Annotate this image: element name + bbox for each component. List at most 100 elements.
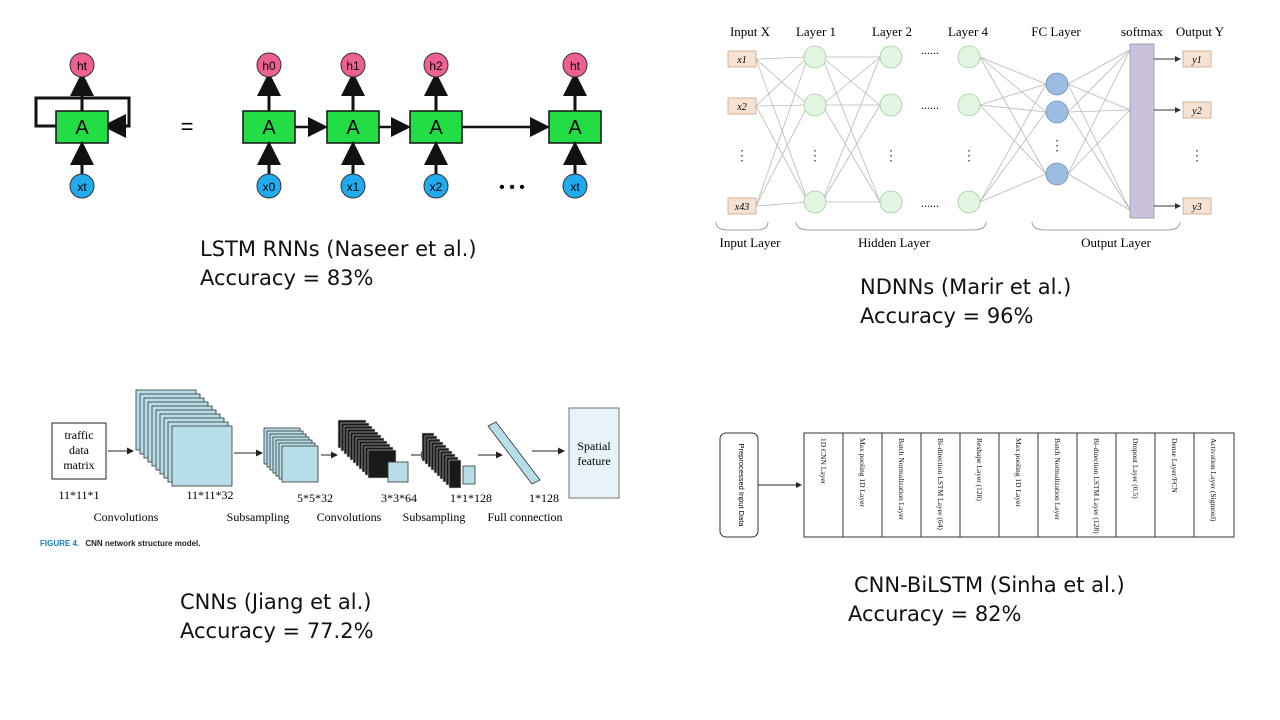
h-node bbox=[256, 52, 282, 78]
ndnn-caption-accuracy: Accuracy = 96% bbox=[860, 304, 1034, 328]
hidden-node bbox=[803, 93, 827, 117]
input-box bbox=[727, 97, 757, 115]
layer-label: Max pooling 1D Layer bbox=[1014, 438, 1023, 507]
x-label: x1 bbox=[347, 180, 360, 194]
dim-label: 11*11*32 bbox=[186, 488, 233, 502]
layer-label: Bi-direction LSTM Layer (128) bbox=[1092, 438, 1101, 534]
h-label: h0 bbox=[262, 59, 276, 73]
conv-stack-1 bbox=[135, 389, 233, 487]
x-label: xt bbox=[77, 180, 87, 194]
hidden-node bbox=[879, 190, 903, 214]
cnn-caption: CNNs (Jiang et al.) Accuracy = 77.2% bbox=[180, 588, 374, 646]
output-box-label: y3 bbox=[1191, 202, 1201, 213]
fc-node bbox=[1045, 72, 1069, 96]
softmax-bar bbox=[1129, 43, 1155, 219]
input-box-label: x43 bbox=[734, 202, 749, 213]
ndnn-header: Layer 2 bbox=[872, 24, 912, 39]
h-node bbox=[69, 52, 95, 78]
stage-label: Full connection bbox=[488, 510, 563, 524]
h-node bbox=[340, 52, 366, 78]
full-connection-layer bbox=[487, 421, 541, 485]
ndnn-header: FC Layer bbox=[1031, 24, 1081, 39]
spatial-feature-box bbox=[568, 407, 620, 499]
horizontal-ellipsis: ...... bbox=[921, 196, 939, 210]
ndnn-connections bbox=[755, 49, 1131, 211]
lstm-cell-label: A bbox=[346, 117, 360, 139]
group-label: Output Layer bbox=[1081, 235, 1151, 250]
subsampling-stack-1 bbox=[263, 427, 319, 483]
output-box bbox=[1182, 101, 1212, 119]
h-node bbox=[423, 52, 449, 78]
ndnn-header: Input X bbox=[730, 24, 771, 39]
output-layer-bracket bbox=[1031, 221, 1181, 231]
ellipsis-dots: • • • bbox=[499, 179, 525, 196]
traffic-data-matrix-box bbox=[51, 422, 107, 480]
hidden-layer-bracket bbox=[795, 221, 987, 231]
output-box-line: feature bbox=[577, 454, 610, 468]
layer-label: Dropout Layer (0.5) bbox=[1131, 438, 1140, 499]
h-label: h1 bbox=[346, 59, 360, 73]
figure-caption-text: CNN network structure model. bbox=[85, 539, 200, 548]
x-node bbox=[256, 173, 282, 199]
output-box bbox=[1182, 50, 1212, 68]
hidden-node bbox=[957, 190, 981, 214]
cnn-bilstm-caption-title: CNN-BiLSTM (Sinha et al.) bbox=[854, 573, 1125, 597]
vertical-ellipsis: ⋮ bbox=[1190, 149, 1204, 164]
layer-dividers bbox=[842, 433, 1195, 537]
h-label: ht bbox=[77, 59, 88, 73]
input-box-label: x2 bbox=[736, 102, 746, 113]
vertical-ellipsis: ⋮ bbox=[808, 149, 822, 164]
ndnn-header: Output Y bbox=[1176, 24, 1225, 39]
hidden-node bbox=[957, 93, 981, 117]
output-box bbox=[1182, 197, 1212, 215]
x-node bbox=[340, 173, 366, 199]
lstm-cell-label: A bbox=[262, 117, 276, 139]
h-label: ht bbox=[570, 59, 581, 73]
layer-label: Max pooling 1D Layer bbox=[858, 438, 867, 507]
dim-label: 5*5*32 bbox=[297, 491, 333, 505]
h-node bbox=[562, 52, 588, 78]
layer-label: 1D CNN Layer bbox=[819, 438, 828, 485]
input-box bbox=[727, 50, 757, 68]
stage-label: Subsampling bbox=[403, 510, 466, 524]
lstm-cell-label: A bbox=[75, 117, 89, 139]
output-box-label: y2 bbox=[1191, 106, 1201, 117]
ndnn-header: softmax bbox=[1121, 24, 1163, 39]
ndnn-header: Layer 4 bbox=[948, 24, 989, 39]
hidden-node bbox=[879, 93, 903, 117]
stage-label: Convolutions bbox=[94, 510, 159, 524]
dim-label: 11*11*1 bbox=[58, 488, 99, 502]
layer-label: Batch Normalization Layer bbox=[897, 438, 906, 521]
horizontal-ellipsis: ...... bbox=[921, 98, 939, 112]
input-box bbox=[727, 197, 757, 215]
x-label: x0 bbox=[263, 180, 276, 194]
stage-label: Subsampling bbox=[227, 510, 290, 524]
input-box-line: data bbox=[69, 443, 90, 457]
hidden-node bbox=[803, 45, 827, 69]
stage-label: Convolutions bbox=[317, 510, 382, 524]
lstm-cell-label: A bbox=[429, 117, 443, 139]
fc-node bbox=[1045, 100, 1069, 124]
equals-sign: = bbox=[181, 114, 194, 139]
layer-stack-outline bbox=[803, 432, 1235, 538]
group-label: Hidden Layer bbox=[858, 235, 931, 250]
hidden-node bbox=[803, 190, 827, 214]
ndnn-header: Layer 1 bbox=[796, 24, 836, 39]
layer-label: Activation Layer (Sigmoid) bbox=[1209, 438, 1218, 522]
subsampling-stack-2 bbox=[421, 432, 462, 489]
hidden-node bbox=[879, 45, 903, 69]
input-box-line: matrix bbox=[63, 458, 94, 472]
fc-node bbox=[1045, 162, 1069, 186]
preprocessed-input-label: Preprocessed Input Data bbox=[737, 444, 746, 528]
x-label: xt bbox=[570, 180, 580, 194]
cnn-bilstm-caption-accuracy: Accuracy = 82% bbox=[848, 602, 1022, 626]
x-node bbox=[562, 173, 588, 199]
figure-caption-prefix: FIGURE 4. bbox=[40, 539, 79, 548]
cnn-caption-accuracy: Accuracy = 77.2% bbox=[180, 619, 374, 643]
ndnn-caption: NDNNs (Marir et al.) Accuracy = 96% bbox=[860, 273, 1071, 331]
dim-label: 1*128 bbox=[529, 491, 559, 505]
hidden-node bbox=[957, 45, 981, 69]
vertical-ellipsis: ⋮ bbox=[1050, 139, 1064, 154]
vertical-ellipsis: ⋮ bbox=[884, 149, 898, 164]
group-label: Input Layer bbox=[719, 235, 781, 250]
